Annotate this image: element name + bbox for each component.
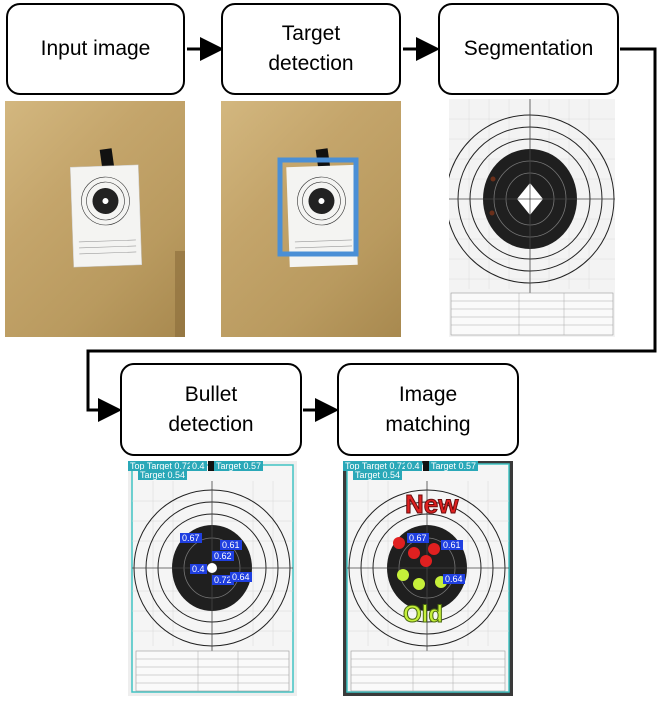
step-target-label: Target detection	[268, 22, 354, 75]
step-image-matching: Image matching	[337, 363, 519, 456]
new-bullet-marker	[393, 537, 405, 549]
bullet-label: 0.4	[190, 564, 207, 574]
label-score: 0.4	[407, 461, 420, 471]
segmentation-result	[449, 99, 615, 337]
label-text: Top Target	[130, 461, 172, 471]
old-bullet-marker	[397, 569, 409, 581]
match-label-target-right: Target 0.57	[429, 461, 479, 471]
bullet-label: 0.67	[180, 533, 202, 543]
label-text: Target	[355, 470, 381, 480]
detected-target-sheet	[277, 157, 359, 268]
bullet-label: 0.61	[220, 540, 242, 550]
step-bullet-detection: Bullet detection	[120, 363, 302, 456]
new-label: New	[404, 489, 459, 520]
label-text: Target	[140, 470, 166, 480]
target-sheet	[70, 164, 185, 337]
step-target-detection: Target detection	[221, 3, 401, 95]
target-detection-photo	[221, 101, 401, 337]
bullet-score: 0.67	[182, 533, 200, 543]
label-text: Target	[216, 461, 242, 471]
label-score: 0.54	[382, 470, 401, 480]
bullet-score: 0.62	[214, 551, 232, 561]
step-bullet-label: Bullet detection	[168, 382, 254, 436]
detection-label-target-second: Target 0.54	[138, 470, 188, 480]
label-score: 0.57	[243, 461, 262, 471]
old-label: Old	[403, 601, 444, 629]
detection-label-target-right: Target 0.57	[214, 461, 264, 471]
bullet-label: 0.72	[212, 575, 234, 585]
bullet-score: 0.64	[445, 574, 463, 584]
bullet-score: 0.67	[409, 533, 427, 543]
bullet-score: 0.64	[232, 572, 250, 582]
label-text: Top Target	[345, 461, 387, 471]
label-score: 0.72	[174, 461, 192, 471]
input-photo	[5, 101, 185, 337]
image-matching-result: Top Target 0.72 0.4 Target 0.57 Target 0…	[343, 461, 513, 696]
step-input-image: Input image	[6, 3, 185, 95]
new-bullet-marker	[420, 555, 432, 567]
new-bullet-marker	[408, 547, 420, 559]
new-bullet-marker	[428, 543, 440, 555]
bullet-score: 0.61	[443, 540, 461, 550]
label-score: 0.72	[389, 461, 407, 471]
matching-target	[346, 461, 510, 693]
match-label-top-target: Top Target 0.72	[343, 461, 409, 471]
bullet-label: 0.64	[230, 572, 252, 582]
step-input-label: Input image	[40, 37, 151, 60]
bullet-label: 0.62	[212, 551, 234, 561]
match-bullet-label: 0.64	[443, 574, 465, 584]
bullet-score: 0.72	[214, 575, 232, 585]
label-score: 0.57	[458, 461, 477, 471]
match-bullet-label: 0.67	[407, 533, 429, 543]
match-label-target-second: Target 0.54	[353, 470, 403, 480]
segmented-target	[449, 99, 615, 336]
label-text: Target	[431, 461, 457, 471]
target-bounding-box	[277, 157, 359, 257]
bullet-score: 0.4	[192, 564, 205, 574]
new-text: New	[404, 489, 459, 520]
old-bullet-marker	[413, 578, 425, 590]
bullet-score: 0.61	[222, 540, 240, 550]
step-segmentation: Segmentation	[438, 3, 619, 95]
detection-label-mid: 0.4	[190, 461, 207, 471]
label-score: 0.54	[167, 470, 186, 480]
old-text: Old	[403, 601, 444, 629]
step-segmentation-label: Segmentation	[463, 37, 594, 60]
arrow-segmentation-to-bullet	[86, 47, 657, 422]
step-matching-label: Image matching	[385, 382, 471, 436]
detection-label-top-target: Top Target 0.72	[128, 461, 194, 471]
label-score: 0.4	[192, 461, 205, 471]
match-label-mid: 0.4	[405, 461, 422, 471]
match-bullet-label: 0.61	[441, 540, 463, 550]
bullet-detection-result: Top Target 0.72 0.4 Target 0.57 Target 0…	[128, 461, 297, 696]
